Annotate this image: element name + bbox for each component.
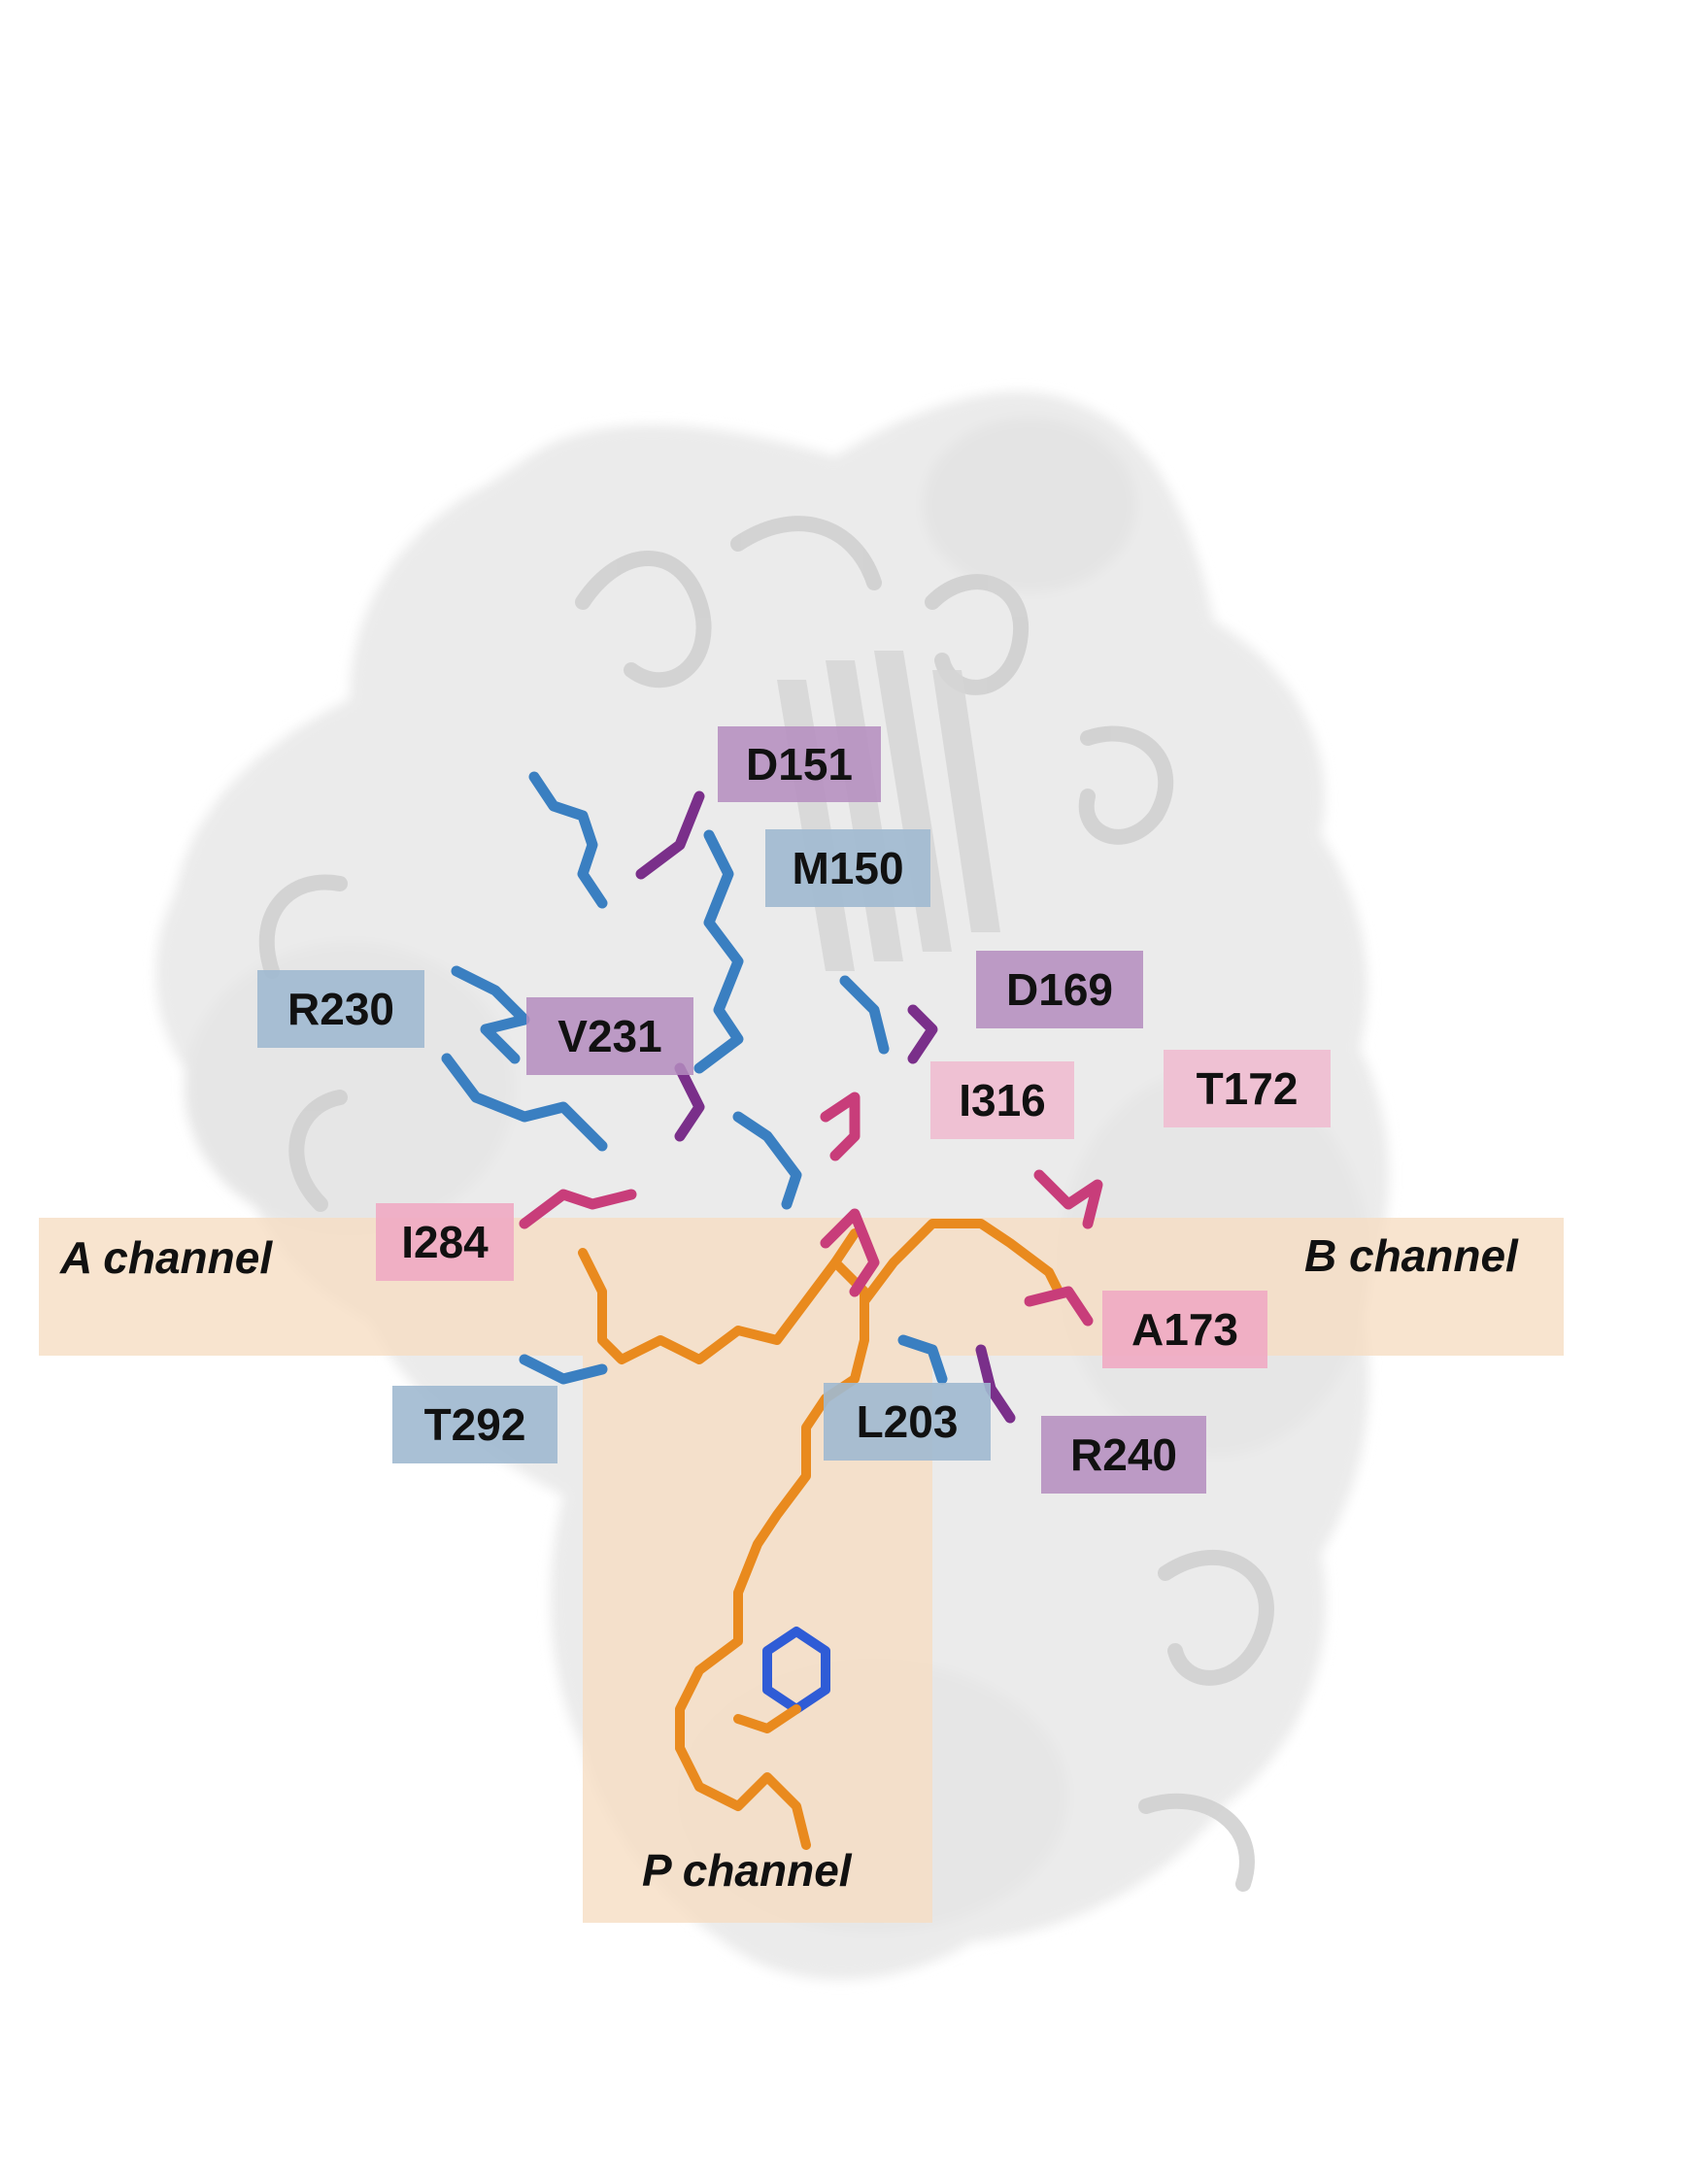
residue-label-a173: A173 (1102, 1291, 1267, 1368)
residue-sticks-purple (635, 790, 1016, 1424)
residue-label-r230: R230 (257, 970, 424, 1048)
residue-label-r240: R240 (1041, 1416, 1206, 1494)
ligand-stick (578, 1219, 1063, 1850)
residue-label-l203: L203 (824, 1383, 991, 1461)
residue-label-m150: M150 (765, 829, 930, 907)
residue-label-d151: D151 (718, 726, 881, 802)
residue-label-t292: T292 (392, 1386, 557, 1463)
p-channel-label: P channel (642, 1845, 852, 1896)
residue-label-t172: T172 (1164, 1050, 1331, 1127)
residue-label-v231: V231 (526, 997, 693, 1075)
residue-sticks-pink (519, 1092, 1103, 1327)
a-channel-label: A channel (60, 1232, 273, 1283)
protein-cartoon (258, 516, 1274, 1892)
a-channel-highlight (39, 1218, 1068, 1356)
b-channel-label: B channel (1304, 1230, 1518, 1281)
residue-label-i316: I316 (930, 1061, 1074, 1139)
residue-label-i284: I284 (376, 1203, 514, 1281)
residue-label-d169: D169 (976, 951, 1143, 1028)
residue-sticks-blue (441, 771, 948, 1385)
